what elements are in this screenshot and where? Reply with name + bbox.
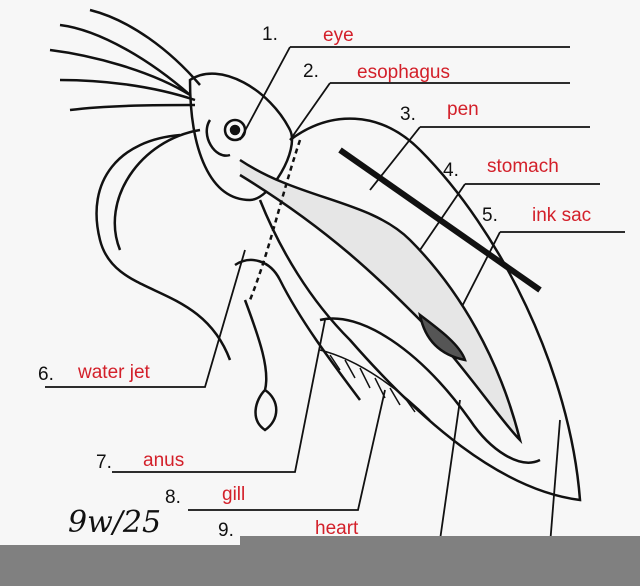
mantle [258,117,582,502]
label-gill: gill [222,484,246,505]
leader-lines [45,46,625,546]
label-ink-sac: ink sac [532,205,592,226]
label-heart: heart [315,518,359,539]
gray-overlay-bar [0,545,640,586]
ink-sac-shape [418,312,467,362]
label-number: 5. [482,205,498,226]
label-pen: pen [447,99,479,120]
label-number: 1. [262,24,278,45]
arms [49,8,232,361]
siphon [234,258,362,401]
label-water-jet: water jet [78,362,150,383]
label-number: 4. [443,160,459,181]
label-number: 3. [400,104,416,125]
label-number: 8. [165,487,181,508]
head [188,72,294,202]
label-stomach: stomach [487,156,559,177]
esophagus-shape [239,158,523,445]
handwritten-score: 9w/25 [68,505,162,540]
label-anus: anus [143,450,185,471]
eye-shape [223,118,247,142]
gill-shape [319,349,431,421]
label-esophagus: esophagus [357,62,450,83]
label-number: 7. [96,452,112,473]
label-number: 9. [218,520,234,541]
label-number: 6. [38,364,54,385]
label-eye: eye [323,25,354,46]
label-number: 2. [303,61,319,82]
